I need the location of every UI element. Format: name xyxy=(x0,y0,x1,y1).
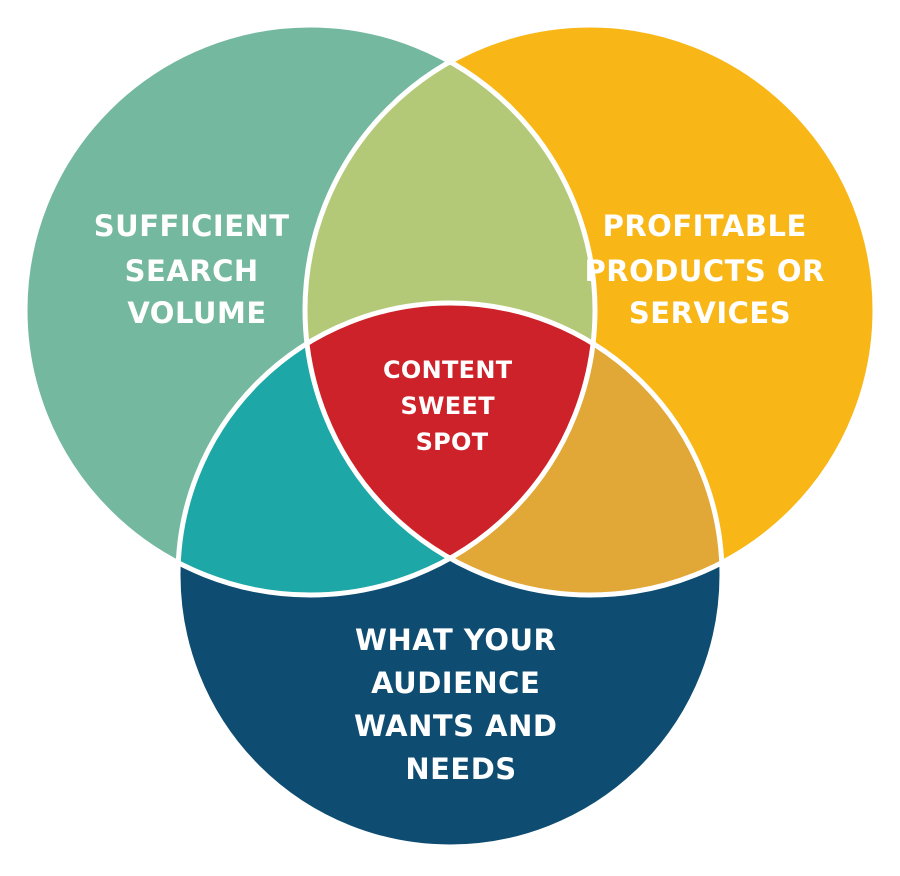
outline-search xyxy=(22,22,598,598)
label-profit-line-3: SERVICES xyxy=(629,296,791,330)
label-search-line-3: VOLUME xyxy=(127,296,266,330)
outline-audience xyxy=(175,300,725,850)
label-content-sweet-spot: CONTENT SWEET SPOT xyxy=(383,356,521,456)
label-audience-line-3: WANTS AND xyxy=(354,709,557,743)
label-audience-line-4: NEEDS xyxy=(405,752,516,786)
outline-profit xyxy=(302,22,878,598)
label-audience-needs: WHAT YOUR AUDIENCE WANTS AND NEEDS xyxy=(354,623,568,786)
label-audience-line-1: WHAT YOUR xyxy=(355,623,556,657)
label-audience-line-2: AUDIENCE xyxy=(371,666,540,700)
label-profitable-products: PROFITABLE PRODUCTS OR SERVICES xyxy=(585,209,836,330)
label-search-line-2: SEARCH xyxy=(125,254,259,288)
label-search-line-1: SUFFICIENT xyxy=(94,209,290,243)
label-sweet-line-3: SPOT xyxy=(416,428,489,456)
label-sweet-line-2: SWEET xyxy=(400,392,495,420)
label-search-volume: SUFFICIENT SEARCH VOLUME xyxy=(94,209,300,330)
label-profit-line-1: PROFITABLE xyxy=(603,209,807,243)
label-sweet-line-1: CONTENT xyxy=(383,356,513,384)
label-profit-line-2: PRODUCTS OR xyxy=(585,254,825,288)
